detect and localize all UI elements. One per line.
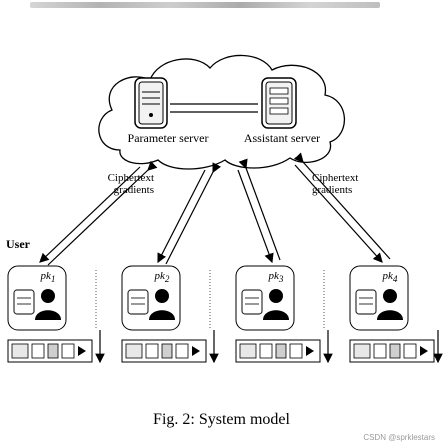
server-icon — [261, 77, 297, 129]
database-icon — [127, 289, 149, 315]
user-group-4 — [349, 265, 409, 331]
top-text-strip — [0, 0, 443, 14]
data-strip-icon — [349, 339, 435, 363]
data-strip-icon — [7, 339, 93, 363]
assistant-server-label: Assistant server — [243, 131, 321, 145]
person-icon — [149, 289, 175, 320]
public-key-1: pk1 — [40, 270, 56, 285]
server-icon — [134, 77, 168, 129]
public-key-4: pk4 — [382, 270, 398, 285]
right-arrow-label: Ciphertext gradients — [312, 172, 359, 196]
user-group-3 — [235, 265, 295, 331]
user-group-2 — [121, 265, 181, 331]
database-icon — [13, 289, 35, 315]
database-icon — [355, 289, 377, 315]
arrow-lines — [39, 152, 391, 266]
public-key-3: pk3 — [268, 270, 284, 285]
database-icon — [241, 289, 263, 315]
data-strip-icon — [121, 339, 207, 363]
person-icon — [35, 289, 61, 320]
user-to-data-arrows — [95, 330, 443, 364]
user-label: User — [6, 237, 30, 251]
watermark: CSDN @sprklestars — [363, 433, 435, 442]
public-key-2: pk2 — [154, 270, 170, 285]
left-arrow-label: Ciphertext gradients — [107, 172, 154, 196]
dotted-separators — [95, 270, 325, 330]
parameter-server-label: Parameter server — [127, 131, 209, 145]
figure-caption: Fig. 2: System model — [153, 411, 290, 428]
user-group-1 — [7, 265, 67, 331]
data-strip-icon — [235, 339, 321, 363]
person-icon — [263, 289, 289, 320]
person-icon — [377, 289, 403, 320]
